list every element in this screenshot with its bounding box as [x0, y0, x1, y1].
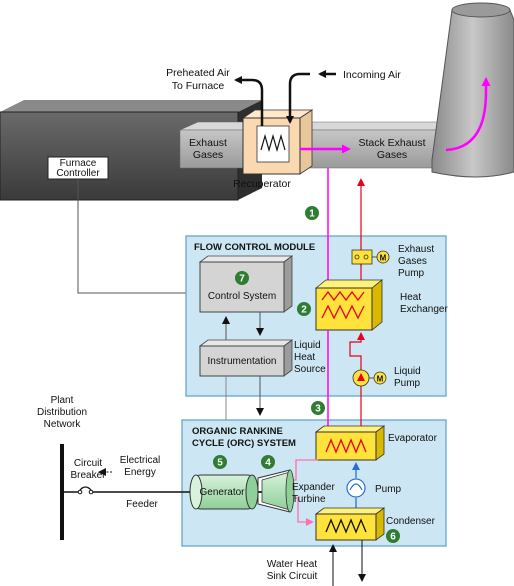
stack-flow-arrow — [445, 77, 491, 152]
furnace-controller: Furnace Controller — [47, 156, 109, 180]
exhaust-pump-motor-label: M — [380, 254, 387, 263]
condenser-label: Condenser — [386, 516, 436, 527]
electrical-energy-label-1: Electrical — [120, 455, 161, 466]
step-1-number: 1 — [309, 209, 315, 220]
feeder-label: Feeder — [126, 499, 158, 510]
generator: Generator — [189, 474, 262, 510]
step-7-badge: 7 — [235, 271, 249, 285]
generator-label: Generator — [199, 487, 245, 498]
liquid-pump-label-2: Pump — [394, 378, 421, 389]
preheated-air-label-1: Preheated Air — [166, 67, 230, 79]
plant-network-label-2: Distribution — [37, 407, 87, 418]
stack-chimney — [431, 2, 514, 178]
liquid-heat-source-label-1: Liquid — [294, 340, 321, 351]
liquid-pump: M — [352, 369, 387, 387]
heat-exchanger-label-2: Exchanger — [400, 304, 448, 315]
step-5-number: 5 — [217, 458, 223, 469]
evaporator-label: Evaporator — [388, 433, 438, 444]
preheated-air-arrow — [234, 76, 264, 126]
step-2-number: 2 — [301, 305, 307, 316]
step-7-number: 7 — [239, 274, 245, 285]
recuperator-label: Recuperator — [233, 178, 291, 190]
flow-control-module-title: FLOW CONTROL MODULE — [194, 242, 315, 253]
expander-turbine-label-1: Expander — [292, 482, 335, 493]
controller-signal-line — [77, 179, 202, 297]
instrumentation: Instrumentation — [198, 339, 294, 377]
step-3-number: 3 — [315, 404, 321, 415]
control-system: Control System — [198, 255, 294, 313]
orc-system-title-1: ORGANIC RANKINE — [192, 426, 283, 437]
incoming-air-label: Incoming Air — [343, 69, 401, 81]
step-2-badge: 2 — [297, 302, 311, 316]
plant-network-label-1: Plant — [51, 395, 74, 406]
liquid-pump-motor-label: M — [377, 375, 384, 384]
step-5-badge: 5 — [213, 455, 227, 469]
preheated-air-label-2: To Furnace — [172, 80, 225, 92]
condenser — [314, 507, 386, 541]
expander-turbine — [257, 469, 295, 513]
exhaust-gases-label-1: Exhaust — [189, 137, 227, 149]
step-6-badge: 6 — [386, 529, 400, 543]
liquid-pump-label-1: Liquid — [394, 366, 421, 377]
stack-exhaust-label-2: Gases — [377, 149, 407, 161]
liquid-heat-source-label-3: Source — [294, 364, 326, 375]
exhaust-pump-label-1: Exhaust — [398, 244, 434, 255]
circuit-breaker-label-1: Circuit — [74, 458, 103, 469]
heat-exchanger — [314, 279, 384, 331]
step-1-badge: 1 — [305, 206, 319, 220]
circuit-breaker — [77, 486, 94, 497]
circuit-breaker-label-2: Breaker — [70, 470, 106, 481]
step-6-number: 6 — [390, 532, 396, 543]
step-3-badge: 3 — [311, 401, 325, 415]
expander-turbine-label-2: Turbine — [292, 494, 326, 505]
step-4-number: 4 — [265, 458, 271, 469]
orc-pump-label: Pump — [375, 484, 402, 495]
exhaust-pump-label-3: Pump — [398, 268, 425, 279]
control-system-label: Control System — [208, 291, 276, 302]
recuperator — [241, 109, 314, 175]
water-heat-label-2: Sink Circuit — [267, 571, 318, 582]
incoming-air-arrow — [286, 72, 310, 124]
stack-exhaust-label-1: Stack Exhaust — [358, 137, 425, 149]
orc-pump — [346, 478, 366, 498]
exhaust-gases-label-2: Gases — [193, 149, 223, 161]
water-heat-label-1: Water Heat — [267, 559, 317, 570]
orc-system-title-2: CYCLE (ORC) SYSTEM — [192, 438, 296, 449]
liquid-heat-source-label-2: Heat — [294, 352, 315, 363]
electrical-energy-label-2: Energy — [124, 467, 156, 478]
exhaust-pump-label-2: Gases — [398, 256, 427, 267]
evaporator — [314, 425, 386, 461]
heat-exchanger-label-1: Heat — [400, 292, 421, 303]
furnace-controller-label-2: Controller — [56, 168, 100, 179]
step-4-badge: 4 — [261, 455, 275, 469]
plant-network-label-3: Network — [44, 419, 82, 430]
instrumentation-label: Instrumentation — [208, 356, 277, 367]
furnace-controller-label-1: Furnace — [60, 158, 97, 169]
exhaust-gases-pump: M — [351, 249, 390, 265]
